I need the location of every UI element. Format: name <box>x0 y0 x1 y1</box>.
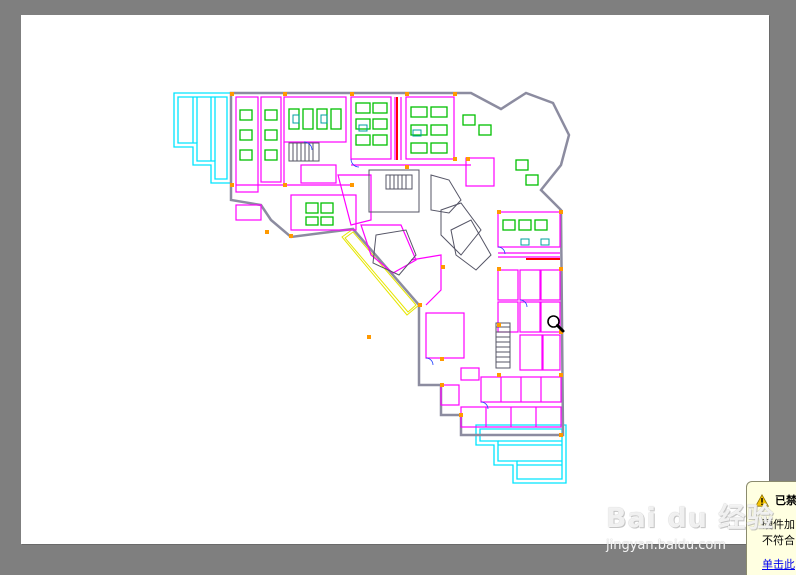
curtain-wall-bottom-right <box>475 424 567 484</box>
curtain-wall-top-left <box>173 92 232 184</box>
floor-plan-drawing[interactable] <box>21 15 769 544</box>
warning-triangle-icon <box>755 493 769 507</box>
walls-right-wing <box>425 211 562 428</box>
notification-balloon[interactable]: 已禁 硬件加 不符合 单击此 <box>746 481 796 575</box>
zoom-magnifier-cursor-icon <box>547 315 565 333</box>
notification-title-row: 已禁 <box>755 492 796 508</box>
notification-title: 已禁 <box>775 494 796 507</box>
structural-columns <box>230 92 563 437</box>
furniture-secondary <box>292 114 550 246</box>
building-core <box>288 142 511 369</box>
notification-message-line-1: 硬件加 <box>762 518 795 531</box>
building-outline <box>229 91 571 437</box>
notification-link[interactable]: 单击此 <box>762 558 795 571</box>
diagonal-balcony <box>341 228 420 316</box>
notification-message-line-2: 不符合 <box>762 534 795 547</box>
red-accents <box>396 97 560 260</box>
walls-top-wing <box>235 96 495 306</box>
door-swings <box>303 141 528 410</box>
paper-sheet[interactable] <box>21 15 769 544</box>
